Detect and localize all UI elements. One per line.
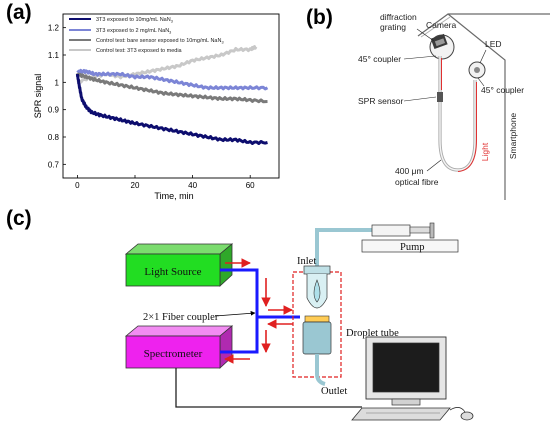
label-led: LED [485, 39, 502, 49]
light-source-box [124, 243, 234, 287]
smartphone-body [417, 13, 550, 200]
y-tick-label: 0.7 [48, 160, 60, 169]
series-line-2 [76, 68, 269, 91]
y-tick-label: 0.9 [48, 106, 60, 115]
label-light: Light [480, 142, 490, 161]
droplet-tube-label: Droplet tube [346, 328, 399, 339]
smartphone-label: Smartphone [508, 113, 518, 160]
pump-label: Pump [400, 242, 425, 253]
label-coupler-right: 45° coupler [481, 85, 524, 95]
y-tick-label: 1.2 [48, 24, 60, 33]
data-cable [175, 368, 362, 408]
y-tick-label: 1 [55, 78, 60, 87]
droplet-tube [302, 236, 332, 386]
label-grating: grating [380, 22, 406, 32]
legend-label-3: Control test: bare sensor exposed to 10m… [96, 38, 224, 45]
panel-label-a: (a) [6, 1, 32, 24]
x-tick-label: 60 [246, 181, 255, 190]
panel-label-b: (b) [306, 6, 333, 29]
label-fibre-type: optical fibre [395, 177, 439, 187]
x-axis-label: Time, min [154, 191, 193, 201]
fiber-to-spectrometer [220, 317, 259, 354]
computer [351, 336, 474, 421]
x-tick-label: 40 [188, 181, 197, 190]
panel-label-c: (c) [6, 207, 32, 230]
led-module [468, 61, 486, 79]
x-tick-label: 20 [131, 181, 140, 190]
legend-label-2: 3T3 exposed to 2 mg/mL NaN3 [96, 28, 171, 35]
legend-label-1: 3T3 exposed to 10mg/mL NaN3 [96, 17, 173, 24]
label-spr-sensor: SPR sensor [358, 96, 404, 106]
chart-legend: 3T3 exposed to 10mg/mL NaN3 3T3 exposed … [69, 17, 224, 54]
syringe-pump [361, 222, 459, 253]
spectrometer-label: Spectrometer [144, 348, 203, 360]
light-source-label: Light Source [144, 266, 201, 278]
camera-module [429, 33, 455, 60]
label-coupler-left: 45° coupler [358, 54, 401, 64]
series-line-4 [75, 73, 268, 145]
smartphone-spr-diagram: Smartphone diffraction grating Camera LE… [358, 12, 550, 200]
spr-signal-chart: 0 20 40 60 0.7 0.8 0.9 1 1.1 1.2 3T3 exposed to 1… [33, 13, 280, 201]
inlet-tube [315, 228, 372, 236]
label-camera: Camera [426, 20, 457, 30]
plot-frame [62, 13, 280, 179]
spr-sensor [437, 92, 443, 102]
label-diffraction: diffraction [380, 12, 417, 22]
spectrometer-box [124, 325, 234, 369]
fiber-coupler-label: 2×1 Fiber coupler [143, 312, 219, 323]
label-fibre-size: 400 μm [395, 166, 424, 176]
outlet-label: Outlet [321, 386, 347, 397]
droplet-spr-setup-diagram: Light Source Spectrometer 2×1 Fiber coup… [124, 222, 474, 421]
tick-layer: 0 20 40 60 0.7 0.8 0.9 1 1.1 1.2 [48, 24, 255, 190]
legend-label-4: Control test: 3T3 exposed to media [96, 48, 183, 54]
y-axis-label: SPR signal [33, 74, 43, 119]
y-tick-label: 0.8 [48, 133, 60, 142]
y-tick-label: 1.1 [48, 51, 60, 60]
series-layer [75, 45, 269, 145]
series-line-3 [76, 72, 268, 104]
light-path [457, 82, 477, 172]
inlet-label: Inlet [297, 256, 316, 267]
x-tick-label: 0 [75, 181, 80, 190]
